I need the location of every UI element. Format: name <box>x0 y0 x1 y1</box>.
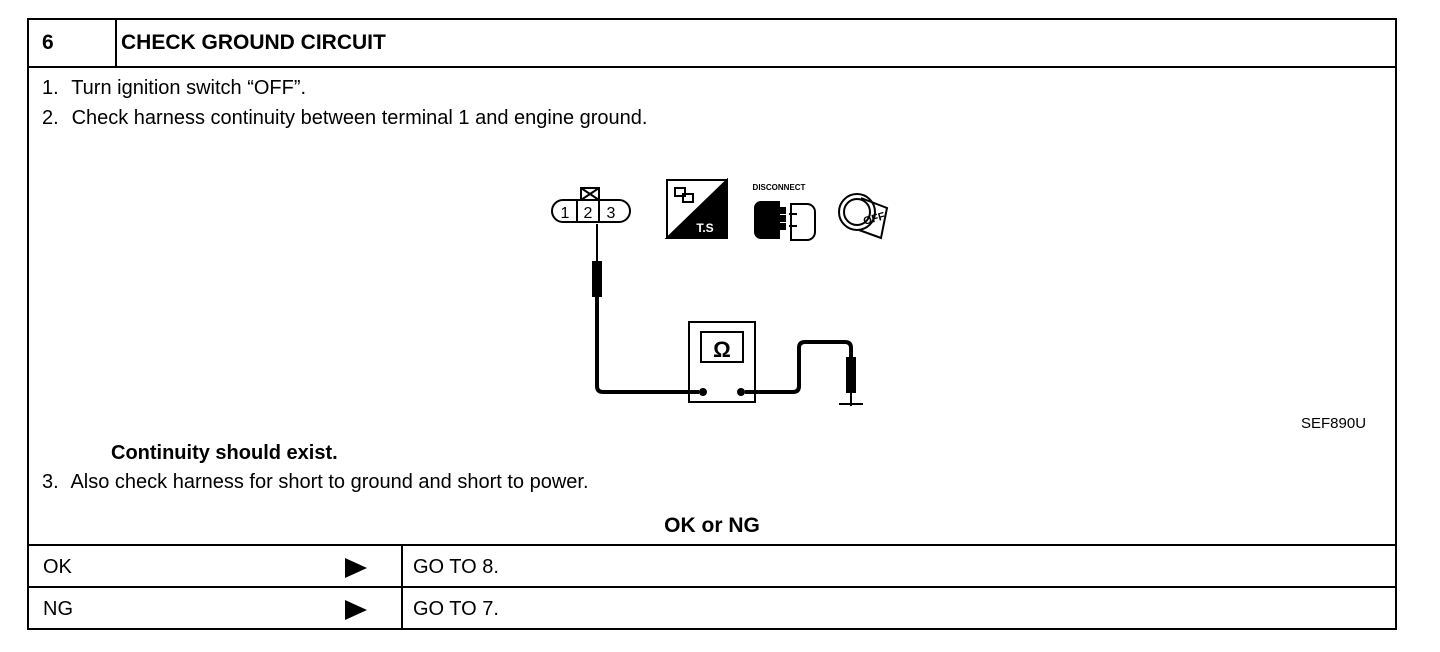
ts-icon: T.S <box>664 177 728 239</box>
continuity-test-diagram: 1 2 3 T.S DISCONNECT OFF <box>551 177 889 406</box>
probe-lead-ground <box>745 340 856 406</box>
step-title: CHECK GROUND CIRCUIT <box>121 31 386 54</box>
connector-icon: 1 2 3 <box>551 187 631 223</box>
ohm-symbol: Ω <box>713 337 731 362</box>
figure-code: SEF890U <box>1301 415 1367 432</box>
ignition-off-label: OFF <box>862 210 887 227</box>
result-row-ng: NG GO TO 7. <box>29 588 1395 630</box>
terminal-2-label: 2 <box>584 205 593 222</box>
result-ok-key: OK <box>43 556 72 578</box>
instruction-3-number: 3. <box>42 471 59 493</box>
ignition-off-icon: OFF <box>838 193 889 240</box>
decision-row: OK or NG <box>29 506 1395 546</box>
instruction-3-text: Also check harness for short to ground a… <box>70 471 589 493</box>
step-header: 6 CHECK GROUND CIRCUIT <box>29 20 1395 68</box>
expected-result: Continuity should exist. <box>111 442 338 464</box>
arrow-right-icon <box>345 558 367 578</box>
result-ng-key: NG <box>43 598 73 620</box>
decision-label: OK or NG <box>664 514 760 537</box>
result-row-ok: OK GO TO 8. <box>29 546 1395 588</box>
instruction-2: 2. Check harness continuity between term… <box>42 106 647 130</box>
arrow-right-icon <box>345 600 367 620</box>
ts-label: T.S <box>696 221 713 235</box>
instruction-1: 1. Turn ignition switch “OFF”. <box>42 76 306 100</box>
disconnect-icon: DISCONNECT <box>753 183 816 241</box>
instruction-2-text: Check harness continuity between termina… <box>71 107 648 129</box>
result-ng-action: GO TO 7. <box>413 598 499 620</box>
instruction-2-number: 2. <box>42 107 59 129</box>
step-number: 6 <box>29 20 117 66</box>
probe-lead-terminal <box>592 224 699 394</box>
terminal-3-label: 3 <box>607 205 616 222</box>
result-ok-cell: OK <box>29 546 403 586</box>
instruction-1-text: Turn ignition switch “OFF”. <box>71 77 307 99</box>
instruction-1-number: 1. <box>42 77 59 99</box>
terminal-1-label: 1 <box>561 205 570 222</box>
diagnostic-procedure-table: 6 CHECK GROUND CIRCUIT 1. Turn ignition … <box>27 18 1397 630</box>
ohmmeter-icon: Ω <box>688 321 756 403</box>
instruction-3: 3. Also check harness for short to groun… <box>42 470 589 494</box>
result-ng-cell: NG <box>29 588 403 630</box>
disconnect-label: DISCONNECT <box>753 183 806 192</box>
result-ok-action: GO TO 8. <box>413 556 499 578</box>
